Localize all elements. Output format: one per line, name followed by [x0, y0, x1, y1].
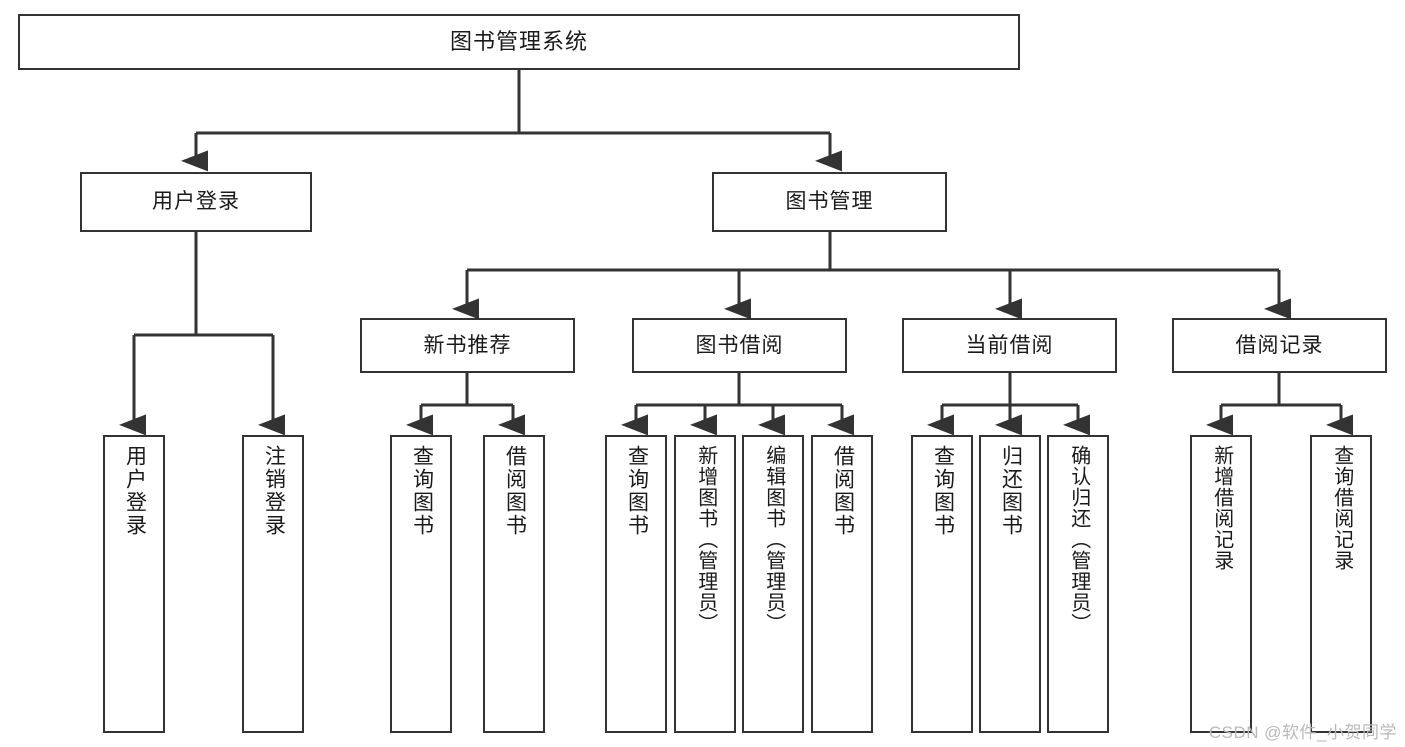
leaf-label: 借阅图书 — [503, 445, 527, 537]
leaf-current-borrow-return-book[interactable]: 归还图书 — [979, 435, 1041, 733]
leaf-book-borrow-add-book-admin[interactable]: 新增图书（管理员） — [674, 435, 736, 733]
leaf-borrow-records-add-record[interactable]: 新增借阅记录 — [1190, 435, 1252, 733]
leaf-label: 注销登录 — [262, 445, 286, 537]
leaf-new-books-query-book[interactable]: 查询图书 — [390, 435, 452, 733]
leaf-book-borrow-query-book[interactable]: 查询图书 — [605, 435, 667, 733]
leaf-book-borrow-borrow-book[interactable]: 借阅图书 — [811, 435, 873, 733]
leaf-new-books-borrow-book[interactable]: 借阅图书 — [483, 435, 545, 733]
node-book-borrow[interactable]: 图书借阅 — [632, 318, 847, 373]
leaf-label: 新增借阅记录 — [1210, 445, 1233, 571]
leaf-label: 编辑图书（管理员） — [762, 445, 785, 634]
node-new-book-recommend[interactable]: 新书推荐 — [360, 318, 575, 373]
leaf-label: 查询图书 — [410, 445, 434, 537]
node-root-label: 图书管理系统 — [449, 28, 588, 54]
leaf-label: 归还图书 — [999, 445, 1023, 537]
leaf-label: 查询图书 — [931, 445, 955, 537]
node-current-borrow-label: 当前借阅 — [965, 333, 1054, 357]
node-book-borrow-label: 图书借阅 — [695, 333, 784, 357]
node-new-book-recommend-label: 新书推荐 — [423, 333, 512, 357]
leaf-label: 确认归还（管理员） — [1067, 445, 1090, 634]
leaf-borrow-records-query-record[interactable]: 查询借阅记录 — [1310, 435, 1372, 733]
node-user-login[interactable]: 用户登录 — [80, 172, 312, 232]
node-borrow-records[interactable]: 借阅记录 — [1172, 318, 1387, 373]
watermark-text: CSDN @软件_小贺同学 — [1208, 723, 1397, 742]
leaf-label: 查询借阅记录 — [1330, 445, 1353, 571]
node-current-borrow[interactable]: 当前借阅 — [902, 318, 1117, 373]
node-book-management[interactable]: 图书管理 — [712, 172, 947, 232]
node-borrow-records-label: 借阅记录 — [1235, 333, 1324, 357]
leaf-label: 查询图书 — [625, 445, 649, 537]
node-root-system[interactable]: 图书管理系统 — [18, 14, 1020, 70]
node-book-management-label: 图书管理 — [785, 190, 874, 214]
leaf-current-borrow-confirm-return-admin[interactable]: 确认归还（管理员） — [1047, 435, 1109, 733]
leaf-user-login-logout[interactable]: 注销登录 — [242, 435, 304, 733]
leaf-user-login-login[interactable]: 用户登录 — [103, 435, 165, 733]
node-user-login-label: 用户登录 — [152, 190, 240, 214]
leaf-book-borrow-edit-book-admin[interactable]: 编辑图书（管理员） — [742, 435, 804, 733]
leaf-current-borrow-query-book[interactable]: 查询图书 — [911, 435, 973, 733]
leaf-label: 新增图书（管理员） — [694, 445, 717, 634]
leaf-label: 用户登录 — [123, 445, 147, 537]
leaf-label: 借阅图书 — [831, 445, 855, 537]
